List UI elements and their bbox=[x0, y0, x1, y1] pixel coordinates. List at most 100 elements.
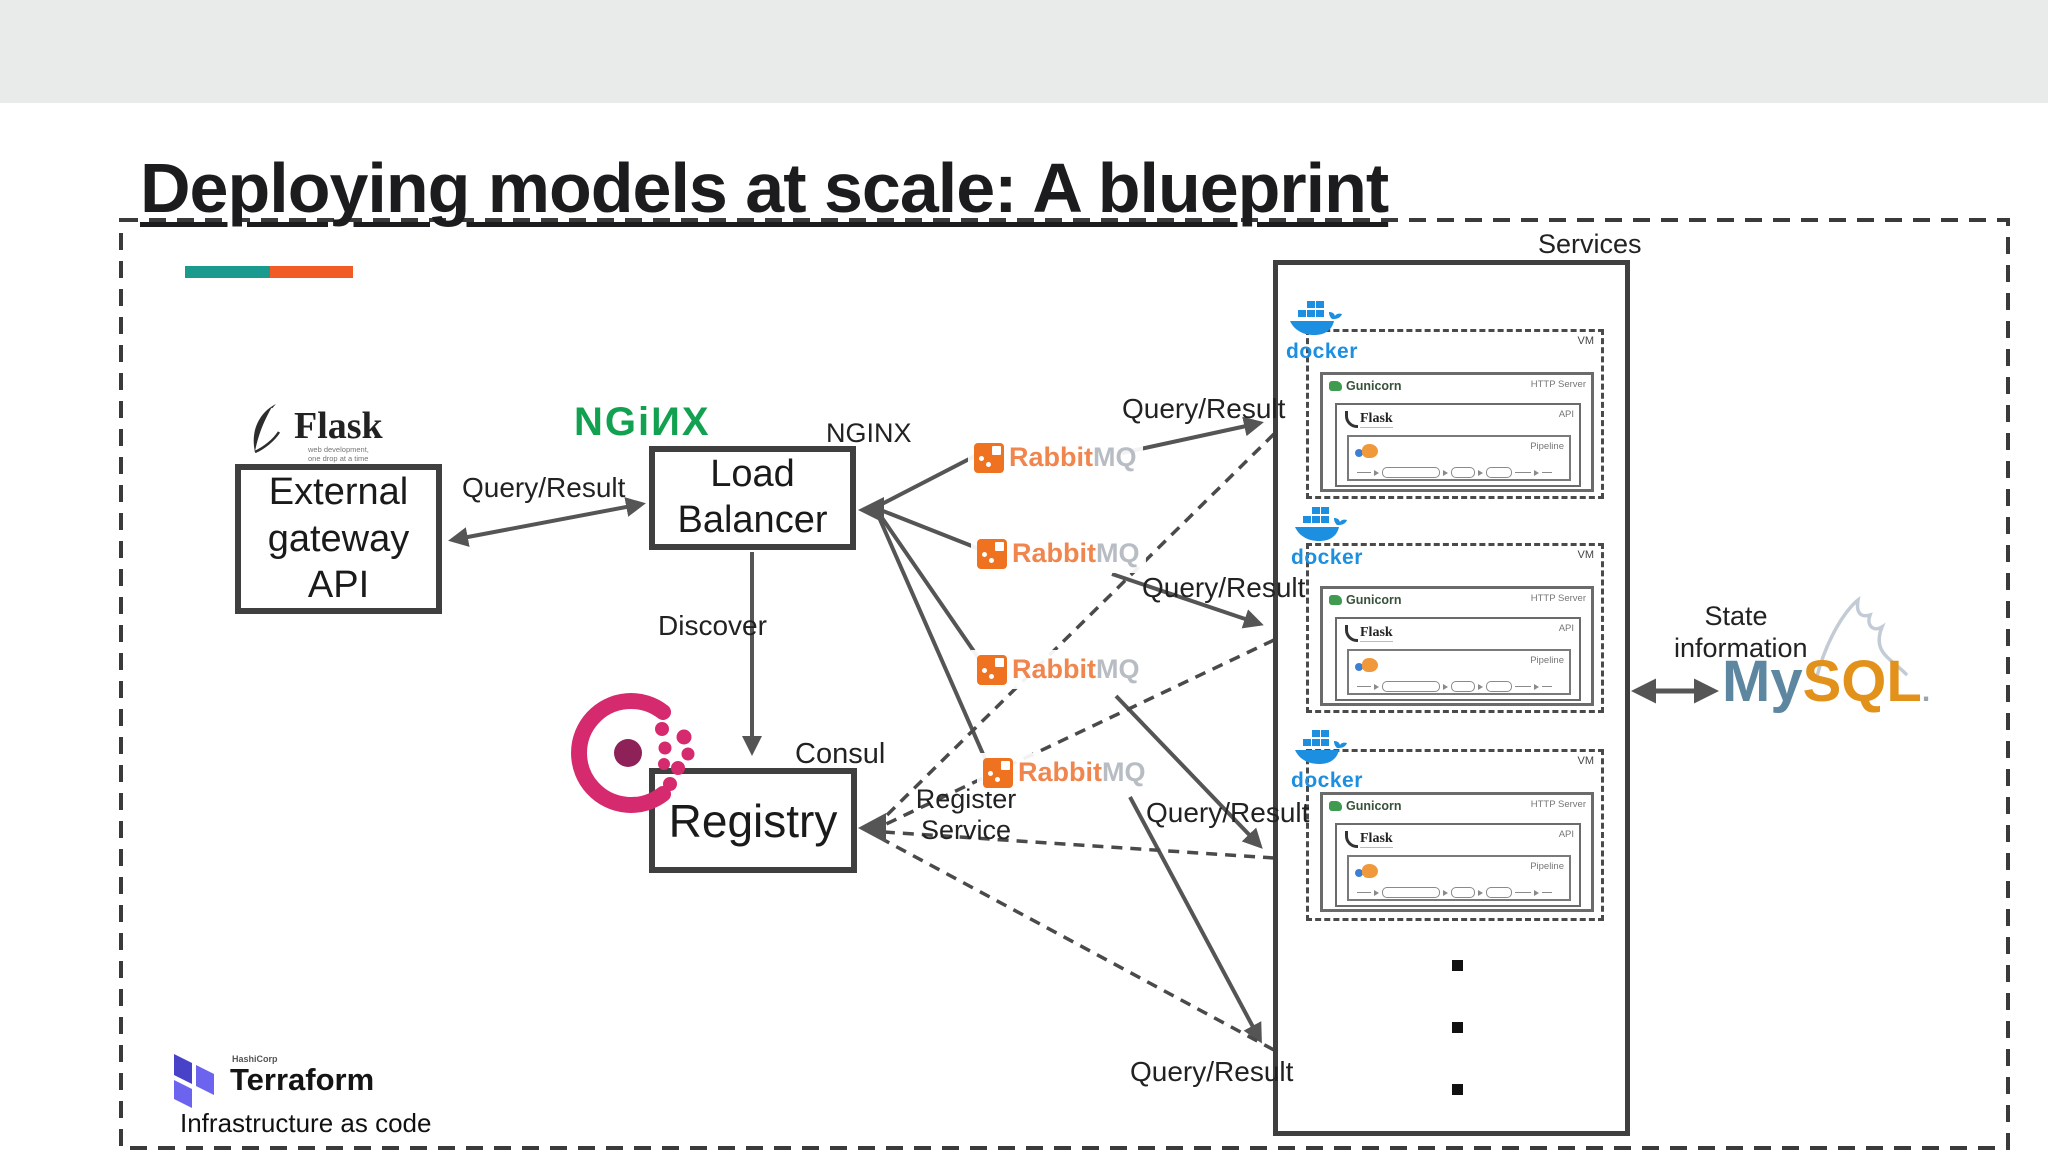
rabbitmq-logo-3: RabbitMQ bbox=[971, 650, 1146, 689]
pipeline-box: Pipeline bbox=[1347, 855, 1571, 901]
query-result-label-mid2: Query/Result bbox=[1146, 797, 1310, 828]
infrastructure-as-code-label: Infrastructure as code bbox=[180, 1108, 432, 1138]
query-result-label-mid1: Query/Result bbox=[1142, 572, 1306, 603]
pipeline-flow bbox=[1357, 887, 1565, 898]
rabbitmq-icon bbox=[983, 757, 1013, 788]
flask-api-box: Flask API Pipeline bbox=[1335, 617, 1581, 701]
flask-api-box: Flask API Pipeline bbox=[1335, 403, 1581, 487]
rabbitmq-logo-2: RabbitMQ bbox=[971, 534, 1146, 573]
gunicorn-icon bbox=[1329, 595, 1342, 605]
pipeline-icon-blue bbox=[1355, 869, 1363, 877]
pipeline-icon-orange bbox=[1362, 658, 1378, 672]
load-balancer-node: Load Balancer bbox=[649, 446, 856, 550]
gunicorn-http-server-box: Gunicorn HTTP Server Flask API Pipeline bbox=[1320, 586, 1594, 706]
terraform-icon bbox=[174, 1054, 214, 1108]
services-label: Services bbox=[1538, 229, 1642, 259]
pipeline-flow bbox=[1357, 681, 1565, 692]
ellipsis-dot bbox=[1452, 1022, 1463, 1033]
query-result-label-top: Query/Result bbox=[1122, 393, 1286, 424]
pipeline-icon-blue bbox=[1355, 663, 1363, 671]
consul-logo bbox=[571, 693, 695, 813]
pipeline-flow bbox=[1357, 467, 1565, 478]
registry-node: Registry bbox=[649, 768, 857, 873]
hashicorp-label: HashiCorp bbox=[232, 1054, 278, 1064]
flask-mini-logo: Flask bbox=[1345, 625, 1393, 642]
pipeline-label: Pipeline bbox=[1530, 655, 1564, 666]
ellipsis-dot bbox=[1452, 1084, 1463, 1095]
flask-mini-logo: Flask bbox=[1345, 411, 1393, 428]
gunicorn-wordmark: Gunicorn bbox=[1346, 799, 1402, 813]
terraform-wordmark: Terraform bbox=[230, 1062, 375, 1097]
vm-label: VM bbox=[1577, 755, 1595, 767]
pipeline-box: Pipeline bbox=[1347, 435, 1571, 481]
outer-dashed-border bbox=[119, 218, 2010, 1150]
consul-label: Consul bbox=[795, 738, 886, 770]
pipeline-icon-orange bbox=[1362, 864, 1378, 878]
api-label: API bbox=[1558, 623, 1574, 634]
rabbitmq-logo-4: RabbitMQ bbox=[977, 753, 1152, 792]
query-result-label-left: Query/Result bbox=[462, 472, 626, 503]
pipeline-box: Pipeline bbox=[1347, 649, 1571, 695]
flask-logo: Flask web development, one drop at a tim… bbox=[246, 402, 416, 463]
http-server-label: HTTP Server bbox=[1530, 799, 1586, 810]
pipeline-label: Pipeline bbox=[1530, 861, 1564, 872]
top-gray-bar bbox=[0, 0, 2048, 103]
accent-orange bbox=[270, 266, 353, 278]
arrowhead-into-lb bbox=[858, 497, 884, 523]
service-vm-1: VM Gunicorn HTTP Server Flask API Pipeli… bbox=[1306, 329, 1604, 499]
flask-api-box: Flask API Pipeline bbox=[1335, 823, 1581, 907]
ellipsis-dot bbox=[1452, 960, 1463, 971]
rabbitmq-logo-1: RabbitMQ bbox=[968, 438, 1143, 477]
gunicorn-icon bbox=[1329, 381, 1342, 391]
flask-tagline: web development, one drop at a time bbox=[308, 445, 369, 463]
mysql-dolphin-icon bbox=[1814, 595, 1908, 682]
docker-wordmark: docker bbox=[1286, 340, 1358, 363]
flask-feather-icon bbox=[253, 404, 281, 454]
edge-gateway-lb bbox=[448, 497, 646, 547]
pipeline-label: Pipeline bbox=[1530, 441, 1564, 452]
state-information-label: State information bbox=[1674, 601, 1808, 664]
flask-mini-logo: Flask bbox=[1345, 831, 1393, 848]
flask-wordmark: Flask bbox=[294, 405, 383, 447]
docker-whale-icon bbox=[1293, 507, 1347, 541]
rabbitmq-icon bbox=[977, 654, 1007, 685]
discover-label: Discover bbox=[658, 610, 767, 641]
mysql-wordmark: MySQL. bbox=[1722, 649, 1931, 714]
vm-label: VM bbox=[1577, 549, 1595, 561]
arrowhead-into-registry bbox=[858, 813, 886, 843]
service-vm-3: VM Gunicorn HTTP Server Flask API Pipeli… bbox=[1306, 749, 1604, 921]
docker-wordmark: docker bbox=[1291, 769, 1363, 792]
terraform-logo: HashiCorp Terraform bbox=[172, 1050, 512, 1110]
http-server-label: HTTP Server bbox=[1530, 593, 1586, 604]
pipeline-icon-orange bbox=[1362, 444, 1378, 458]
rabbitmq-icon bbox=[974, 442, 1004, 473]
gunicorn-http-server-box: Gunicorn HTTP Server Flask API Pipeline bbox=[1320, 372, 1594, 492]
accent-teal bbox=[185, 266, 270, 278]
nginx-logo: NGiИX bbox=[574, 400, 711, 444]
gunicorn-wordmark: Gunicorn bbox=[1346, 593, 1402, 607]
docker-wordmark: docker bbox=[1291, 546, 1363, 569]
accent-bar bbox=[185, 266, 353, 278]
services-panel: VM Gunicorn HTTP Server Flask API Pipeli… bbox=[1273, 260, 1630, 1136]
docker-logo-3: docker bbox=[1291, 727, 1365, 793]
gunicorn-wordmark: Gunicorn bbox=[1346, 379, 1402, 393]
nginx-label: NGINX bbox=[826, 418, 912, 448]
api-label: API bbox=[1558, 409, 1574, 420]
pipeline-icon-blue bbox=[1355, 449, 1363, 457]
external-gateway-node: External gateway API bbox=[235, 464, 442, 614]
query-result-label-bottom: Query/Result bbox=[1130, 1056, 1294, 1087]
page-title: Deploying models at scale: A blueprint bbox=[140, 149, 1389, 227]
gunicorn-http-server-box: Gunicorn HTTP Server Flask API Pipeline bbox=[1320, 792, 1594, 912]
api-label: API bbox=[1558, 829, 1574, 840]
rabbitmq-icon bbox=[977, 538, 1007, 569]
mysql-logo: MySQL. bbox=[1718, 592, 1938, 742]
docker-logo-2: docker bbox=[1291, 504, 1365, 570]
docker-logo-1: docker bbox=[1286, 298, 1360, 364]
docker-whale-icon bbox=[1293, 730, 1347, 764]
service-vm-2: VM Gunicorn HTTP Server Flask API Pipeli… bbox=[1306, 543, 1604, 713]
register-service-label: Register Service bbox=[915, 784, 1017, 846]
docker-whale-icon bbox=[1288, 301, 1342, 335]
vm-label: VM bbox=[1577, 335, 1595, 347]
